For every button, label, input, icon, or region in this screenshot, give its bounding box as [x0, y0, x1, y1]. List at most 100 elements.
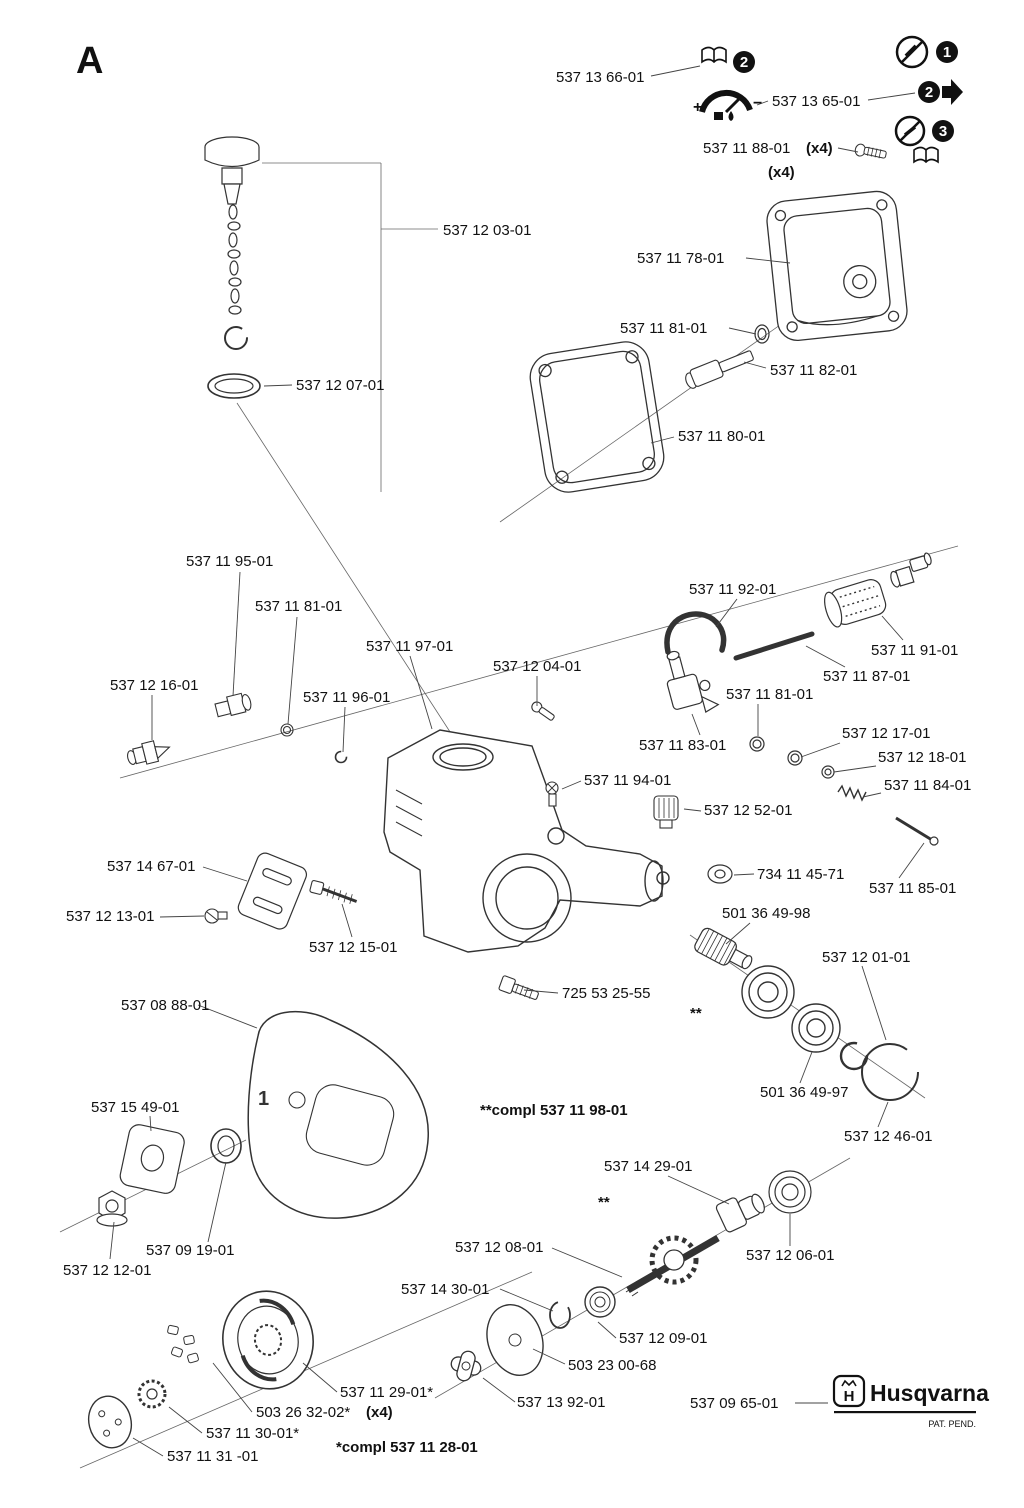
part-label: 537 11 96-01 [303, 689, 391, 706]
part-label: **compl 537 11 98-01 [480, 1102, 628, 1119]
part-label: 537 13 66-01 [556, 69, 645, 86]
part-label: 537 14 67-01 [107, 858, 196, 875]
part-label: 537 11 94-01 [584, 772, 672, 789]
bearings-drawing [741, 965, 919, 1101]
pat-pend-text: PAT. PEND. [928, 1419, 976, 1429]
part-label: 537 11 91-01 [871, 642, 959, 659]
no-tool-icon-3 [894, 115, 926, 147]
svg-text:3: 3 [939, 123, 947, 140]
o-ring-mid-drawing [749, 736, 765, 752]
svg-text:+: + [693, 99, 702, 116]
part-label: (x4) [806, 140, 833, 157]
svg-text:H: H [844, 1388, 855, 1405]
part-label: 537 12 07-01 [296, 377, 385, 394]
leader-lines [109, 65, 925, 1457]
part-label: 537 12 06-01 [746, 1247, 835, 1264]
part-label: 537 14 29-01 [604, 1158, 693, 1175]
part-label: 537 13 65-01 [772, 93, 861, 110]
small-seals-drawing [787, 750, 939, 846]
part-label: 537 11 85-01 [869, 880, 957, 897]
part-label: 537 12 15-01 [309, 939, 398, 956]
part-label: 537 12 46-01 [844, 1128, 933, 1145]
part-label: 537 11 95-01 [186, 553, 274, 570]
svg-text:−: − [753, 95, 762, 112]
part-label: 537 11 83-01 [639, 737, 727, 754]
part-label: 537 11 31 -01 [167, 1448, 259, 1465]
elbow-fitting-drawing [666, 650, 720, 714]
part-label: 537 09 19-01 [146, 1242, 235, 1259]
part-label: 537 12 12-01 [63, 1262, 152, 1279]
cover-housing-drawing [766, 190, 908, 341]
part-label: 537 15 49-01 [91, 1099, 180, 1116]
oiler-bolt-drawing [685, 350, 754, 389]
part-label: (x4) [768, 164, 795, 181]
part-label: 537 12 09-01 [619, 1330, 708, 1347]
part-label: 537 11 81-01 [255, 598, 343, 615]
badge-three-icon [932, 120, 954, 142]
part-label: 503 26 32-02* [256, 1404, 351, 1421]
instruction-icons: 2 + − 1 2 [693, 35, 963, 164]
badge-two-icon [733, 51, 755, 73]
part-label: 537 12 13-01 [66, 908, 155, 925]
part-label: 537 11 92-01 [689, 581, 777, 598]
part-label: 537 12 16-01 [110, 677, 199, 694]
oil-pump-fitting-drawing [127, 692, 348, 765]
part-label: 537 11 78-01 [637, 250, 725, 267]
badge-one-icon [936, 41, 958, 63]
cover-seal-parts-drawing [96, 1124, 242, 1227]
oil-hose-drawing [664, 611, 815, 661]
mix-gauge-icon: + − [693, 89, 762, 121]
part-label: 537 11 30-01* [206, 1425, 300, 1442]
part-label: 537 11 81-01 [726, 686, 814, 703]
part-label: 537 12 52-01 [704, 802, 793, 819]
part-label: 537 12 04-01 [493, 658, 582, 675]
part-label: 501 36 49-98 [722, 905, 811, 922]
gearbox-housing-drawing [383, 729, 670, 953]
gasket-drawing [529, 341, 665, 493]
part-label: ** [690, 1005, 702, 1022]
oil-filler-cap-drawing [204, 136, 261, 399]
no-tool-icon-1 [895, 35, 929, 69]
worm-gear-drawing [694, 927, 753, 970]
part-label: ** [598, 1194, 610, 1211]
svg-text:2: 2 [740, 54, 748, 71]
crown-h-icon [832, 1374, 866, 1408]
manual-book-icon-2 [913, 146, 939, 164]
badge-two-arrow-icon [918, 81, 940, 103]
arrow-right-icon [942, 79, 963, 105]
part-label: 537 08 88-01 [121, 997, 210, 1014]
part-label: 537 11 29-01* [340, 1384, 434, 1401]
part-label: 734 11 45-71 [757, 866, 845, 883]
part-label: 537 11 80-01 [678, 428, 766, 445]
mount-plate-drawing [237, 852, 308, 930]
part-label: 537 13 92-01 [517, 1394, 606, 1411]
section-letter: A [76, 40, 104, 82]
clutch-cover-drawing: 1 [247, 1010, 429, 1219]
part-label: 537 11 81-01 [620, 320, 708, 337]
washer-drawing [707, 864, 733, 884]
part-label: 503 23 00-68 [568, 1357, 657, 1374]
part-label: 537 12 18-01 [878, 749, 967, 766]
part-label: 537 12 08-01 [455, 1239, 544, 1256]
part-label: 537 11 88-01 [703, 140, 791, 157]
oil-filter-drawing [824, 552, 932, 628]
part-label: 537 11 82-01 [770, 362, 858, 379]
manual-book-icon [701, 46, 727, 64]
part-label: 537 11 87-01 [823, 668, 911, 685]
sprocket-drawing [87, 1290, 314, 1449]
part-label: 537 12 01-01 [822, 949, 911, 966]
part-label: 537 11 84-01 [884, 777, 972, 794]
part-label: 537 12 17-01 [842, 725, 931, 742]
part-label: 537 11 97-01 [366, 638, 454, 655]
cover-numeral: 1 [258, 1088, 269, 1110]
cover-screw-drawing [854, 143, 887, 159]
husqvarna-logo: H Husqvarna PAT. PEND. [832, 1374, 989, 1429]
camshaft-drawing [715, 1170, 812, 1233]
brand-wordmark: Husqvarna [870, 1380, 989, 1406]
svg-text:2: 2 [925, 84, 933, 101]
housing-screws-drawing [498, 701, 679, 1000]
plate-screw-drawing [204, 880, 358, 924]
part-label: 537 12 03-01 [443, 222, 532, 239]
